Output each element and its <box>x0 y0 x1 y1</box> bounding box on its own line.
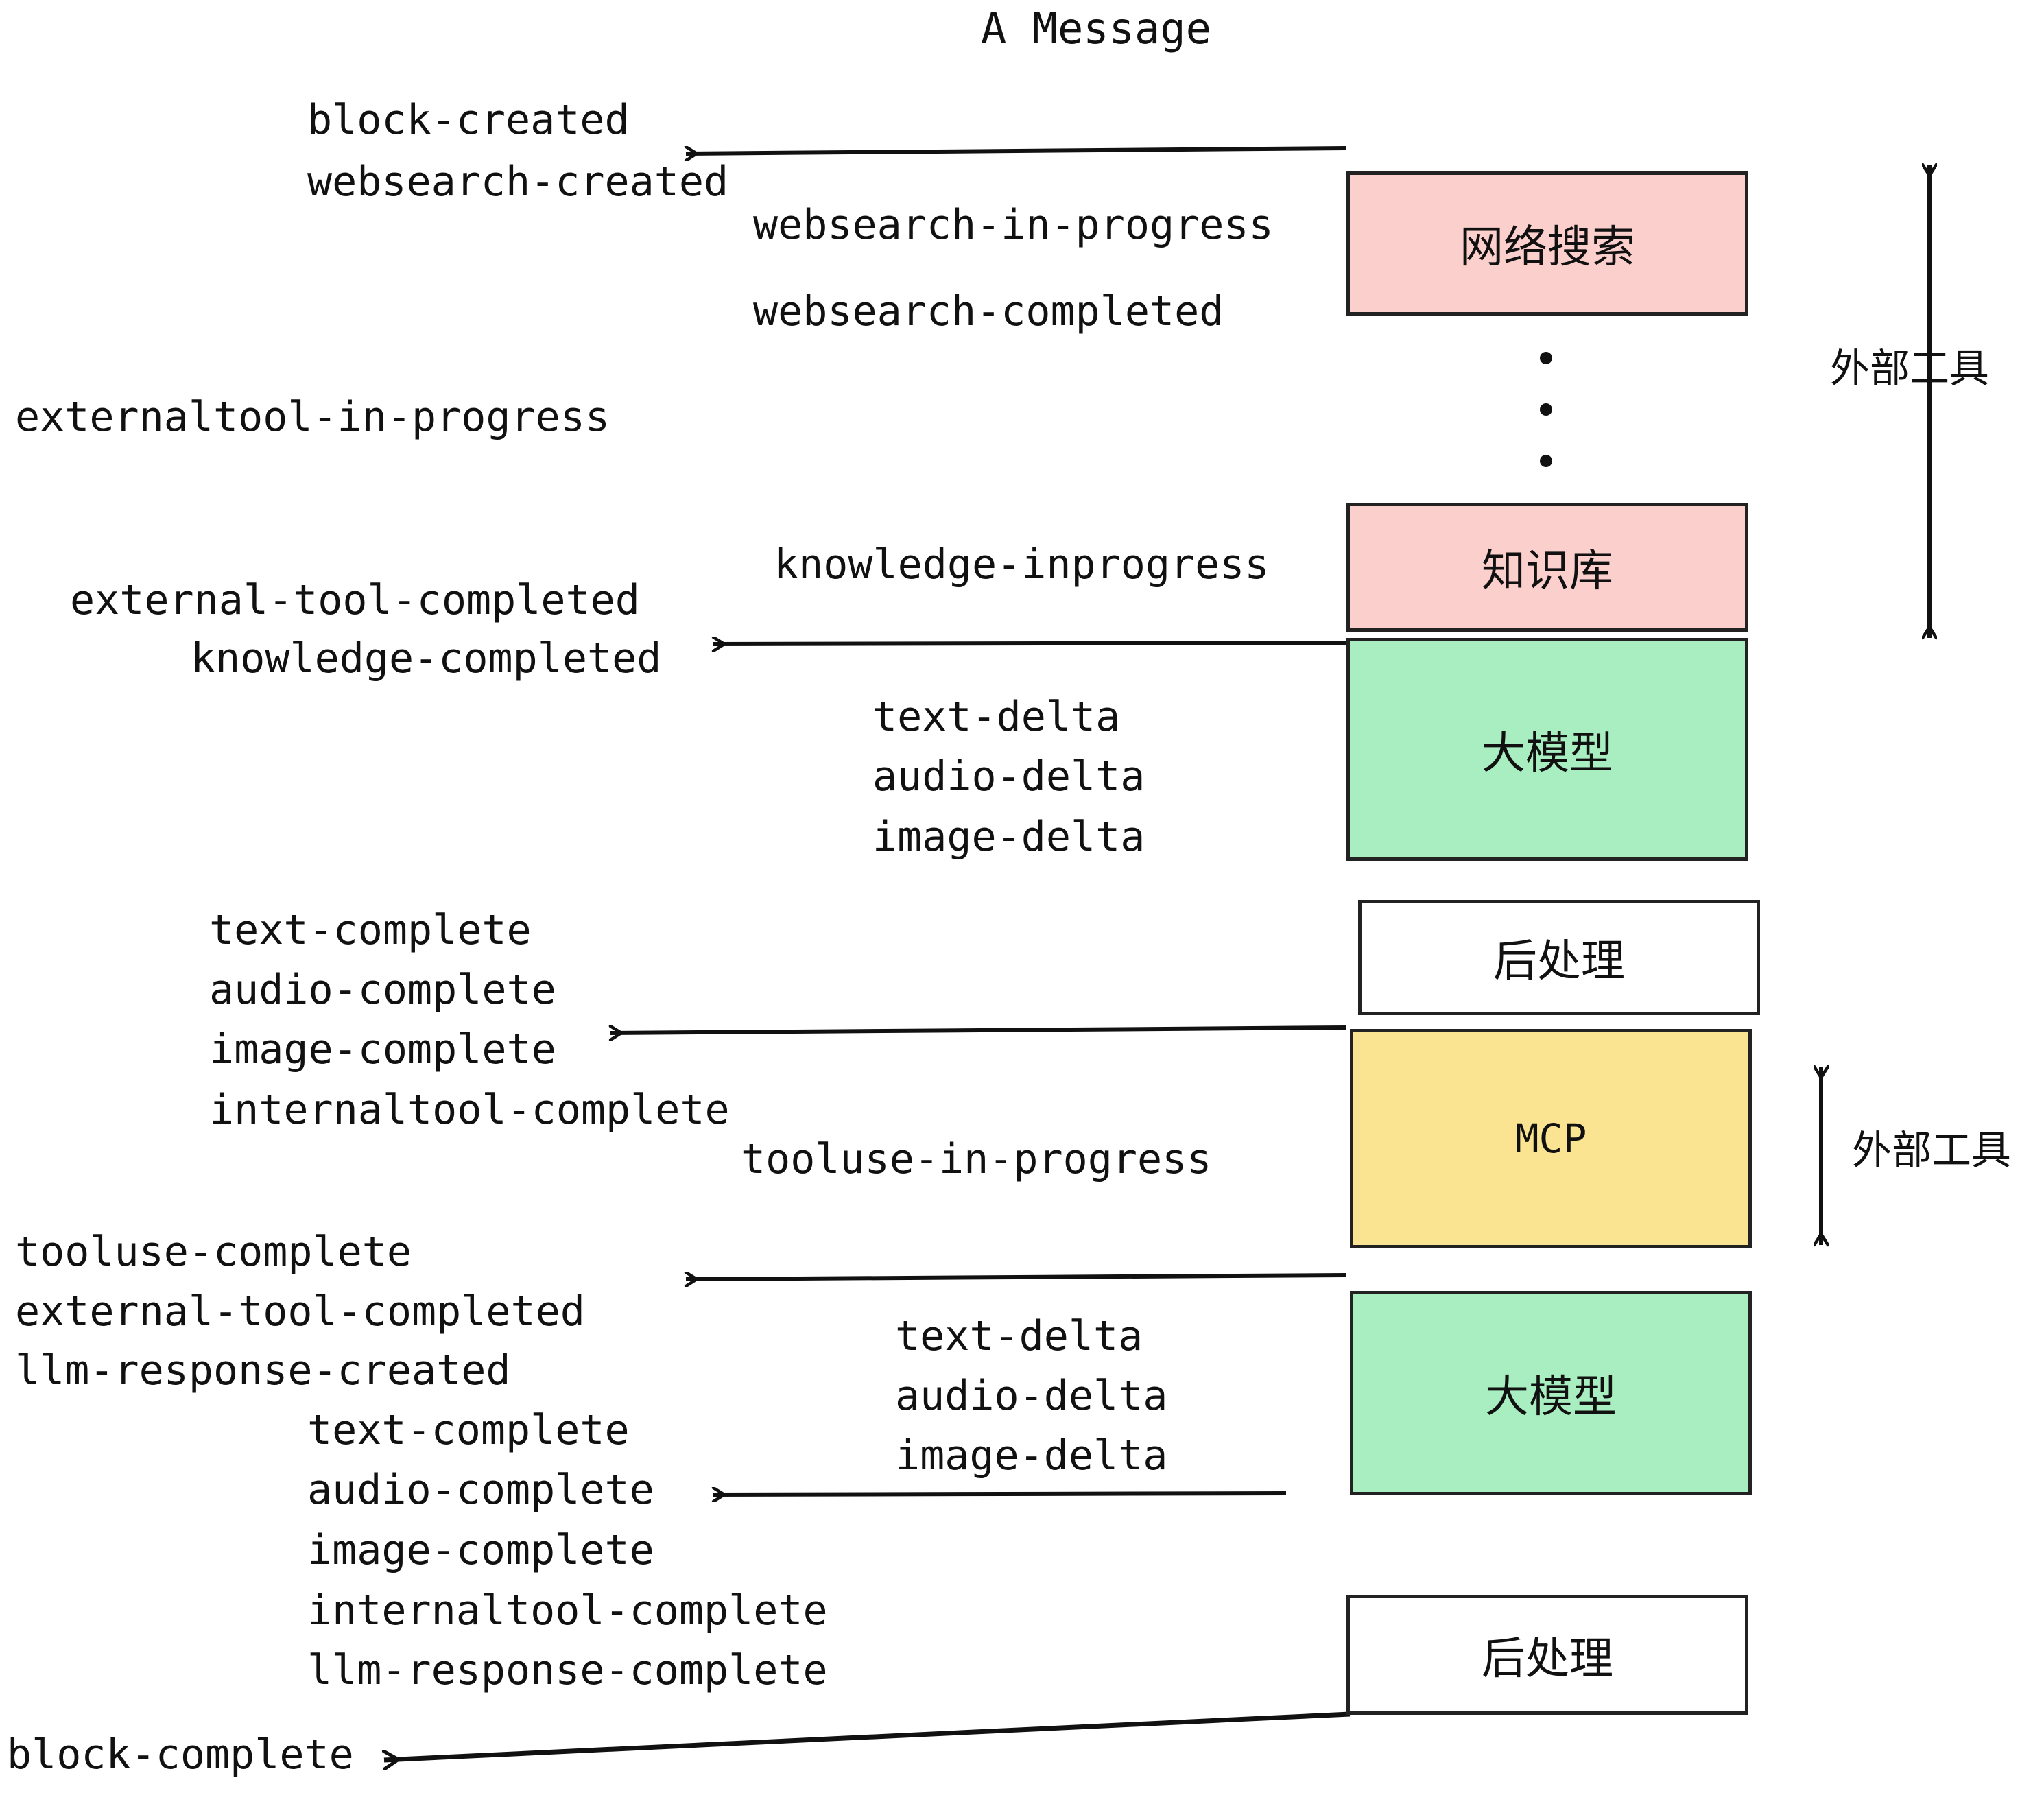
event-image-complete-1: image-complete <box>209 1025 556 1073</box>
event-llm-response-complete: llm-response-complete <box>307 1646 828 1694</box>
event-tooluse-in-progress: tooluse-in-progress <box>741 1135 1212 1183</box>
event-block-created: block-created <box>307 96 630 144</box>
arrow-knowledge-completed <box>713 643 1346 644</box>
node-postprocess-1[interactable]: 后处理 <box>1358 900 1760 1015</box>
node-llm-1[interactable]: 大模型 <box>1346 638 1748 861</box>
event-tooluse-complete: tooluse-complete <box>15 1228 412 1276</box>
event-websearch-created: websearch-created <box>307 158 729 206</box>
event-text-complete-2: text-complete <box>307 1406 630 1454</box>
event-external-tool-completed-2: external-tool-completed <box>15 1287 585 1336</box>
event-image-delta-1: image-delta <box>872 813 1145 861</box>
arrow-external-tool-completed <box>686 1275 1346 1279</box>
node-llm-1-label: 大模型 <box>1482 728 1613 779</box>
ellipsis-dot-1 <box>1540 352 1552 364</box>
node-knowledge[interactable]: 知识库 <box>1346 503 1748 632</box>
event-image-delta-2: image-delta <box>895 1432 1168 1480</box>
group-label-external-tools-top: 外部工具 <box>1830 345 1990 392</box>
node-websearch[interactable]: 网络搜索 <box>1346 171 1748 316</box>
event-externaltool-in-progress: externaltool-in-progress <box>15 393 610 441</box>
node-llm-2-label: 大模型 <box>1485 1372 1617 1423</box>
ellipsis-dot-3 <box>1540 455 1552 467</box>
event-image-complete-2: image-complete <box>307 1526 654 1574</box>
arrow-websearch-created <box>686 148 1346 154</box>
arrow-audio-complete <box>713 1493 1287 1495</box>
event-text-delta-2: text-delta <box>895 1312 1143 1360</box>
event-audio-complete-2: audio-complete <box>307 1466 654 1514</box>
node-mcp-label: MCP <box>1514 1115 1587 1162</box>
arrow-block-complete <box>384 1711 1351 1760</box>
event-text-delta-1: text-delta <box>872 693 1121 741</box>
event-internaltool-complete-1: internaltool-complete <box>209 1086 730 1134</box>
event-knowledge-inprogress: knowledge-inprogress <box>774 541 1270 589</box>
event-knowledge-completed: knowledge-completed <box>191 634 662 683</box>
node-postprocess-2-label: 后处理 <box>1482 1633 1613 1685</box>
diagram-title: A Message <box>981 3 1211 54</box>
node-postprocess-2[interactable]: 后处理 <box>1346 1595 1748 1715</box>
event-websearch-in-progress: websearch-in-progress <box>753 201 1274 249</box>
event-llm-response-created: llm-response-created <box>15 1346 511 1394</box>
node-postprocess-1-label: 后处理 <box>1493 936 1625 987</box>
event-external-tool-completed-1: external-tool-completed <box>70 576 640 624</box>
node-knowledge-label: 知识库 <box>1482 546 1613 597</box>
event-text-complete-1: text-complete <box>209 906 532 954</box>
ellipsis-dot-2 <box>1540 403 1552 416</box>
event-audio-delta-2: audio-delta <box>895 1372 1168 1420</box>
event-audio-complete-1: audio-complete <box>209 966 556 1014</box>
node-websearch-label: 网络搜索 <box>1460 222 1635 273</box>
node-llm-2[interactable]: 大模型 <box>1350 1291 1752 1495</box>
node-mcp[interactable]: MCP <box>1350 1029 1752 1248</box>
arrow-image-complete <box>610 1028 1346 1033</box>
event-internaltool-complete-2: internaltool-complete <box>307 1587 828 1635</box>
event-audio-delta-1: audio-delta <box>872 752 1145 800</box>
event-block-complete: block-complete <box>7 1731 354 1779</box>
group-label-external-tools-bottom: 外部工具 <box>1852 1127 2012 1174</box>
event-websearch-completed: websearch-completed <box>753 287 1224 335</box>
